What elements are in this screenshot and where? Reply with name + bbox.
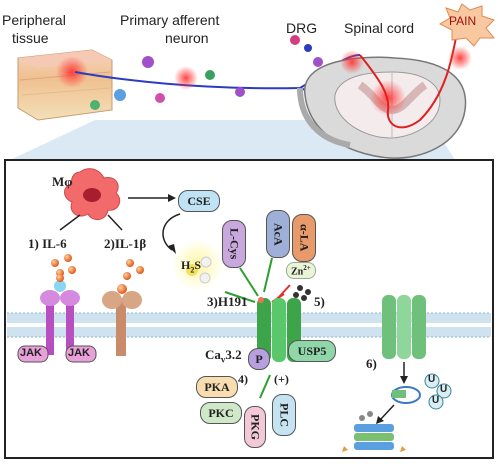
h2s-atom: [186, 264, 198, 276]
arrow-cse-head: [168, 194, 176, 202]
pill-phospho: P: [248, 348, 270, 370]
pill-usp5: USP5: [288, 340, 336, 362]
arrow-aca: [263, 257, 273, 293]
label-drg: DRG: [286, 20, 318, 36]
macrophage: [64, 168, 121, 220]
arrow-il1b: [107, 214, 123, 231]
pill-plc: PLC: [272, 394, 296, 436]
label-h2s: H2S: [181, 258, 201, 274]
label-step4: 4): [238, 372, 248, 386]
il6-receptor: [40, 274, 80, 355]
label-peripheral: Peripheral: [2, 12, 66, 28]
arrow-cse-h2s: [162, 213, 181, 251]
label-il1b: 2)IL-1β: [104, 236, 147, 251]
zn-ligand-cluster: [293, 285, 311, 301]
h2s-glow: [172, 239, 224, 291]
pill-pkg: PKG: [244, 406, 266, 448]
label-macrophage: Mφ: [52, 174, 73, 189]
jak-right-shape: [65, 345, 97, 363]
arrow-kinases: [259, 374, 271, 399]
arrow-lcys: [239, 267, 259, 297]
immune-cells: [90, 35, 323, 110]
label-ubiquitin-2: U: [440, 384, 448, 395]
label-step5: 5): [314, 294, 325, 309]
jak-left-shape: [17, 345, 49, 363]
cytokines: [51, 254, 144, 280]
label-h191: 3)H191: [207, 294, 248, 309]
label-ubiquitin-3: U: [432, 395, 440, 406]
label-primary-afferent: Primary afferent: [120, 12, 220, 28]
pain-pathway: [359, 31, 458, 129]
label-cav32-rest: 3.2: [225, 347, 242, 362]
label-jak-left: JAK: [20, 347, 43, 359]
arrow-h2s: [224, 291, 256, 303]
label-neuron: neuron: [165, 30, 209, 46]
pill-pka: PKA: [196, 376, 238, 398]
ubiquitin-chain: [424, 373, 452, 410]
label-pain: PAIN: [449, 14, 477, 28]
cav32-channel: [257, 297, 301, 362]
pill-cse: CSE: [178, 190, 220, 212]
label-ubiquitin-1: U: [428, 374, 436, 385]
degraded-channel: [376, 295, 426, 424]
label-cav32-sub: v: [220, 354, 226, 365]
label-cav32: Cav3.2: [205, 347, 242, 365]
label-plus: (+): [274, 372, 289, 386]
arrow-cse-h2s-head: [168, 244, 176, 254]
h-atom-1: [200, 256, 212, 268]
h-atom-2: [199, 272, 211, 284]
label-jak-right: JAK: [68, 347, 91, 359]
cell-membrane: [7, 312, 491, 338]
label-il6: 1) IL-6: [28, 236, 67, 251]
label-h2s-text: H2S: [181, 258, 202, 275]
label-zn: Zn2+: [286, 262, 316, 280]
label-cav32-text: Ca: [205, 347, 221, 362]
proteasome: [342, 411, 406, 452]
pain-burst: [438, 3, 496, 47]
drg-soma: [304, 44, 312, 52]
label-zn-text: Zn: [291, 266, 304, 278]
pill-pkc: PKC: [200, 402, 242, 424]
pill-lcys: L-Cys: [222, 220, 246, 268]
peripheral-tissue: [17, 49, 113, 121]
spinal-cord: [297, 50, 467, 159]
label-step6: 6): [366, 356, 377, 371]
arrow-il6: [59, 214, 81, 231]
pill-aca: AcA: [266, 210, 290, 258]
pain-glow: [448, 46, 472, 70]
il1b-receptor: [102, 284, 142, 356]
label-zn-sup: 2+: [303, 264, 311, 272]
label-tissue: tissue: [12, 30, 49, 46]
pill-ala: α-LA: [292, 214, 316, 262]
label-spinal-cord: Spinal cord: [344, 20, 415, 36]
